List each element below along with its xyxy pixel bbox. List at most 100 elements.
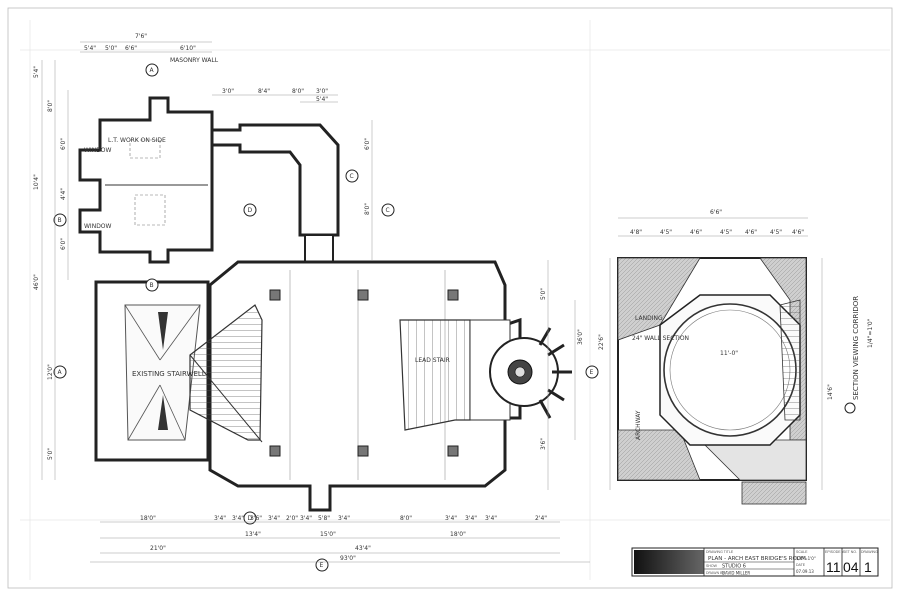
pyramid-edge — [159, 384, 186, 441]
section-dim: 4'8" — [630, 229, 642, 236]
dim-top: 3'0" — [222, 88, 234, 95]
dim-top: 5'4" — [316, 96, 328, 103]
dim-left: 4'4" — [60, 188, 67, 200]
section-floor — [617, 429, 701, 481]
svg-text:C: C — [350, 173, 354, 180]
section-marker: C — [381, 203, 395, 217]
dimension-lines-top — [80, 41, 338, 103]
sheet-label: DRAWING — [861, 550, 878, 554]
dim-bottom2: 13'4" — [245, 531, 261, 538]
dim-bottom: 3'4" — [338, 515, 350, 522]
dim-right: 36'0" — [577, 329, 584, 345]
section-dim: 6'6" — [710, 209, 722, 216]
section-view: 6'6" 4'8" 4'5" 4'6" 4'5" 4'6" 4'5" 4'6" … — [598, 209, 874, 505]
dim-bottom: 18'0" — [140, 515, 156, 522]
section-ring — [663, 303, 797, 437]
svg-text:B: B — [58, 217, 62, 224]
svg-text:E: E — [590, 369, 594, 376]
stair-lamp — [158, 312, 168, 350]
section-note: 24" WALL SECTION — [632, 335, 689, 342]
dim-bottom2: 43'4" — [355, 545, 371, 552]
dim-right: 8'0" — [364, 203, 371, 215]
dim-right: 5'0" — [540, 288, 547, 300]
section-note: ARCHWAY — [635, 410, 642, 440]
dim-left: 8'0" — [47, 100, 54, 112]
dim-bottom2: 21'0" — [150, 545, 166, 552]
dim-top: 6'6" — [125, 45, 137, 52]
svg-text:D: D — [248, 207, 253, 214]
dim-bottom: 3'4" — [445, 515, 457, 522]
dim-top: 7'6" — [135, 33, 147, 40]
dim-top: 8'4" — [258, 88, 270, 95]
section-marker: B — [53, 213, 67, 227]
lead-stair — [399, 319, 471, 431]
section-dim: 4'5" — [720, 229, 732, 236]
studio-logo-bar — [634, 550, 704, 574]
section-marker: E — [315, 558, 329, 572]
room-label-lead-stair: LEAD STAIR — [415, 357, 450, 364]
drawn-value: DAVID MILLER — [722, 571, 750, 576]
dimension-lines-right — [371, 120, 576, 490]
dim-overall: 93'0" — [340, 555, 356, 562]
dim-bottom: 3'4" — [268, 515, 280, 522]
svg-text:C: C — [386, 207, 390, 214]
dim-left: 10'4" — [33, 174, 40, 190]
section-marker: A — [53, 365, 67, 379]
section-marker: D — [243, 511, 257, 525]
scale-label: SCALE — [796, 550, 808, 554]
label-office-note: L.T. WORK ON SIDE — [108, 137, 166, 144]
section-marker: E — [585, 365, 599, 379]
dim-top: 8'0" — [292, 88, 304, 95]
dim-bottom2: 18'0" — [450, 531, 466, 538]
dim-bottom: 3'4" — [465, 515, 477, 522]
section-base-poche — [741, 481, 807, 505]
spiral-fins — [538, 327, 572, 419]
floor-plan: EXISTING STAIRWELL LEAD STAIR WINDOW WIN… — [33, 33, 599, 572]
svg-text:D: D — [248, 515, 253, 522]
dim-bottom: 3'4" — [214, 515, 226, 522]
section-note: LANDING — [635, 315, 663, 322]
dim-top: 5'0" — [105, 45, 117, 52]
section-marker: C — [345, 169, 359, 183]
episode-label: EPISODE # — [825, 550, 844, 554]
opening — [129, 139, 161, 159]
section-marker: D — [243, 203, 257, 217]
date-value: 07.09.13 — [796, 569, 814, 574]
stair-lamp — [158, 395, 168, 430]
svg-text:B: B — [150, 282, 154, 289]
pyramid-edge — [124, 304, 161, 361]
stair-rail — [189, 354, 263, 443]
room-label-stairwell: EXISTING STAIRWELL — [132, 370, 206, 378]
dim-left: 5'4" — [33, 66, 40, 78]
section-dim: 4'6" — [745, 229, 757, 236]
svg-text:A: A — [58, 369, 63, 376]
corridor-wall — [210, 123, 340, 237]
column — [269, 289, 281, 301]
drawn-label: DRAWN BY — [706, 571, 725, 575]
dim-left: 12'0" — [47, 364, 54, 380]
section-dim: 4'6" — [792, 229, 804, 236]
title-block: DRAWING TITLE PLAN - ARCH EAST BRIDGE'S … — [631, 547, 879, 577]
date-label: DATE — [796, 563, 806, 567]
scale-value: 1/4"=1'0" — [796, 556, 816, 561]
dim-left: 5'0" — [47, 448, 54, 460]
pyramid-edge — [159, 304, 201, 361]
dimension-lines-left — [41, 60, 69, 480]
section-dim: 4'6" — [690, 229, 702, 236]
set-label: SET NO. — [843, 550, 857, 554]
dim-bottom: 2'0" — [286, 515, 298, 522]
sheet-value: 1 — [864, 559, 872, 575]
section-dimension-lines — [609, 217, 823, 490]
episode-value: 11 — [826, 559, 841, 575]
section-title-marker — [844, 402, 856, 414]
dim-left: 6'0" — [60, 238, 67, 250]
dim-bottom: 8'0" — [400, 515, 412, 522]
section-marker: B — [145, 278, 159, 292]
section-title: SECTION VIEWING CORRIDOR — [852, 296, 860, 400]
dim-bottom: 5'8" — [318, 515, 330, 522]
set-value: 04 — [843, 559, 859, 575]
dimension-lines-bottom — [90, 521, 590, 563]
dim-bottom: 3'4" — [232, 515, 244, 522]
section-stair-right — [779, 299, 801, 421]
